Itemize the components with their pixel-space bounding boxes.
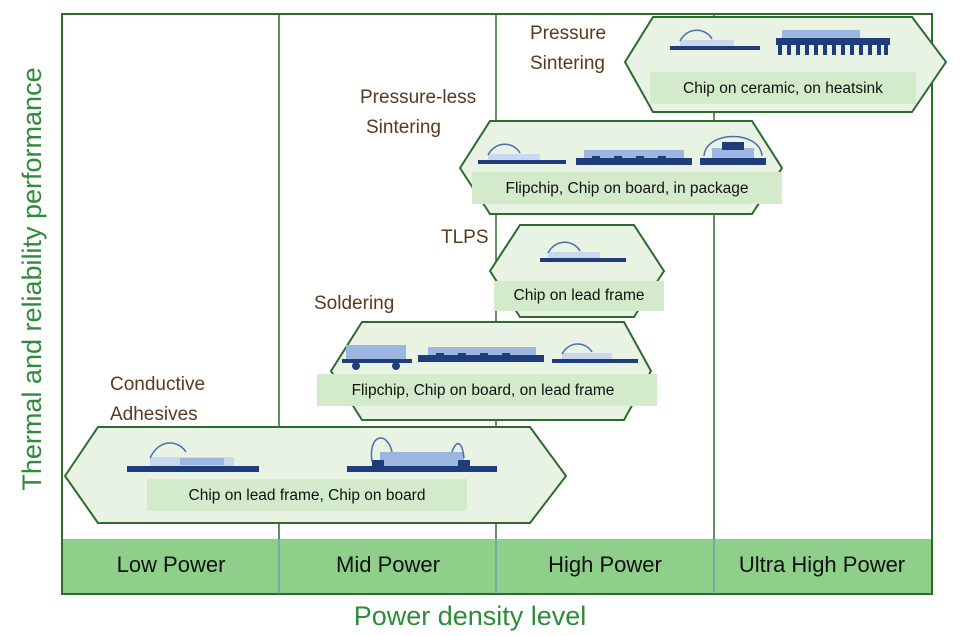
technology-name-line1: TLPS	[441, 227, 489, 248]
power-band-bar	[63, 539, 931, 593]
band-label-ultra-high: Ultra High Power	[739, 552, 905, 577]
chip-on-lead-frame-icon	[552, 343, 638, 363]
technology-name-line1: Pressure	[530, 23, 606, 44]
band-label-mid: Mid Power	[336, 552, 440, 577]
description-box	[650, 72, 916, 104]
technology-name-line2: Adhesives	[110, 404, 198, 425]
conductive-adhesives-group: Chip on lead frame, Chip on board Conduc…	[63, 374, 568, 524]
technology-name-line1: Pressure-less	[360, 87, 476, 108]
band-label-low: Low Power	[117, 552, 226, 577]
chip-on-board-icon	[347, 437, 497, 472]
technology-description: Chip on ceramic, on heatsink	[683, 80, 883, 97]
tlps-group: Chip on lead frame TLPS	[441, 224, 666, 318]
x-axis-title: Power density level	[354, 601, 587, 631]
technology-name-line1: Conductive	[110, 374, 205, 395]
description-box	[494, 281, 664, 311]
chip-on-lead-frame-icon	[127, 442, 259, 472]
band-label-high: High Power	[548, 552, 662, 577]
chip-on-lead-frame-icon	[540, 241, 626, 262]
technology-name-line2: Sintering	[366, 117, 441, 138]
chip-on-board-icon	[418, 347, 544, 362]
description-box	[472, 172, 782, 204]
technology-name-line2: Sintering	[530, 53, 605, 74]
chip-on-lead-frame-icon	[478, 143, 566, 164]
chip-in-package-icon	[700, 135, 766, 165]
chip-on-ceramic-icon	[670, 29, 760, 50]
technology-description: Chip on lead frame, Chip on board	[189, 487, 426, 504]
pressure-sintering-group: Chip on ceramic, on heatsink Pressure Si…	[530, 16, 948, 113]
description-box	[147, 479, 467, 511]
technology-name-line1: Soldering	[314, 293, 394, 314]
y-axis-title: Thermal and reliability performance	[17, 67, 47, 490]
technology-description: Chip on lead frame	[514, 287, 645, 304]
technology-description: Flipchip, Chip on board, in package	[506, 180, 749, 197]
chip-on-heatsink-icon	[776, 30, 890, 55]
soldering-group: Flipchip, Chip on board, on lead frame S…	[314, 293, 657, 421]
description-box	[317, 374, 657, 406]
pressure-less-sintering-group: Flipchip, Chip on board, in package Pres…	[360, 87, 784, 215]
plot-frame	[61, 13, 933, 595]
flipchip-icon	[342, 345, 412, 370]
chip-on-board-icon	[576, 150, 692, 165]
technology-description: Flipchip, Chip on board, on lead frame	[352, 382, 615, 399]
